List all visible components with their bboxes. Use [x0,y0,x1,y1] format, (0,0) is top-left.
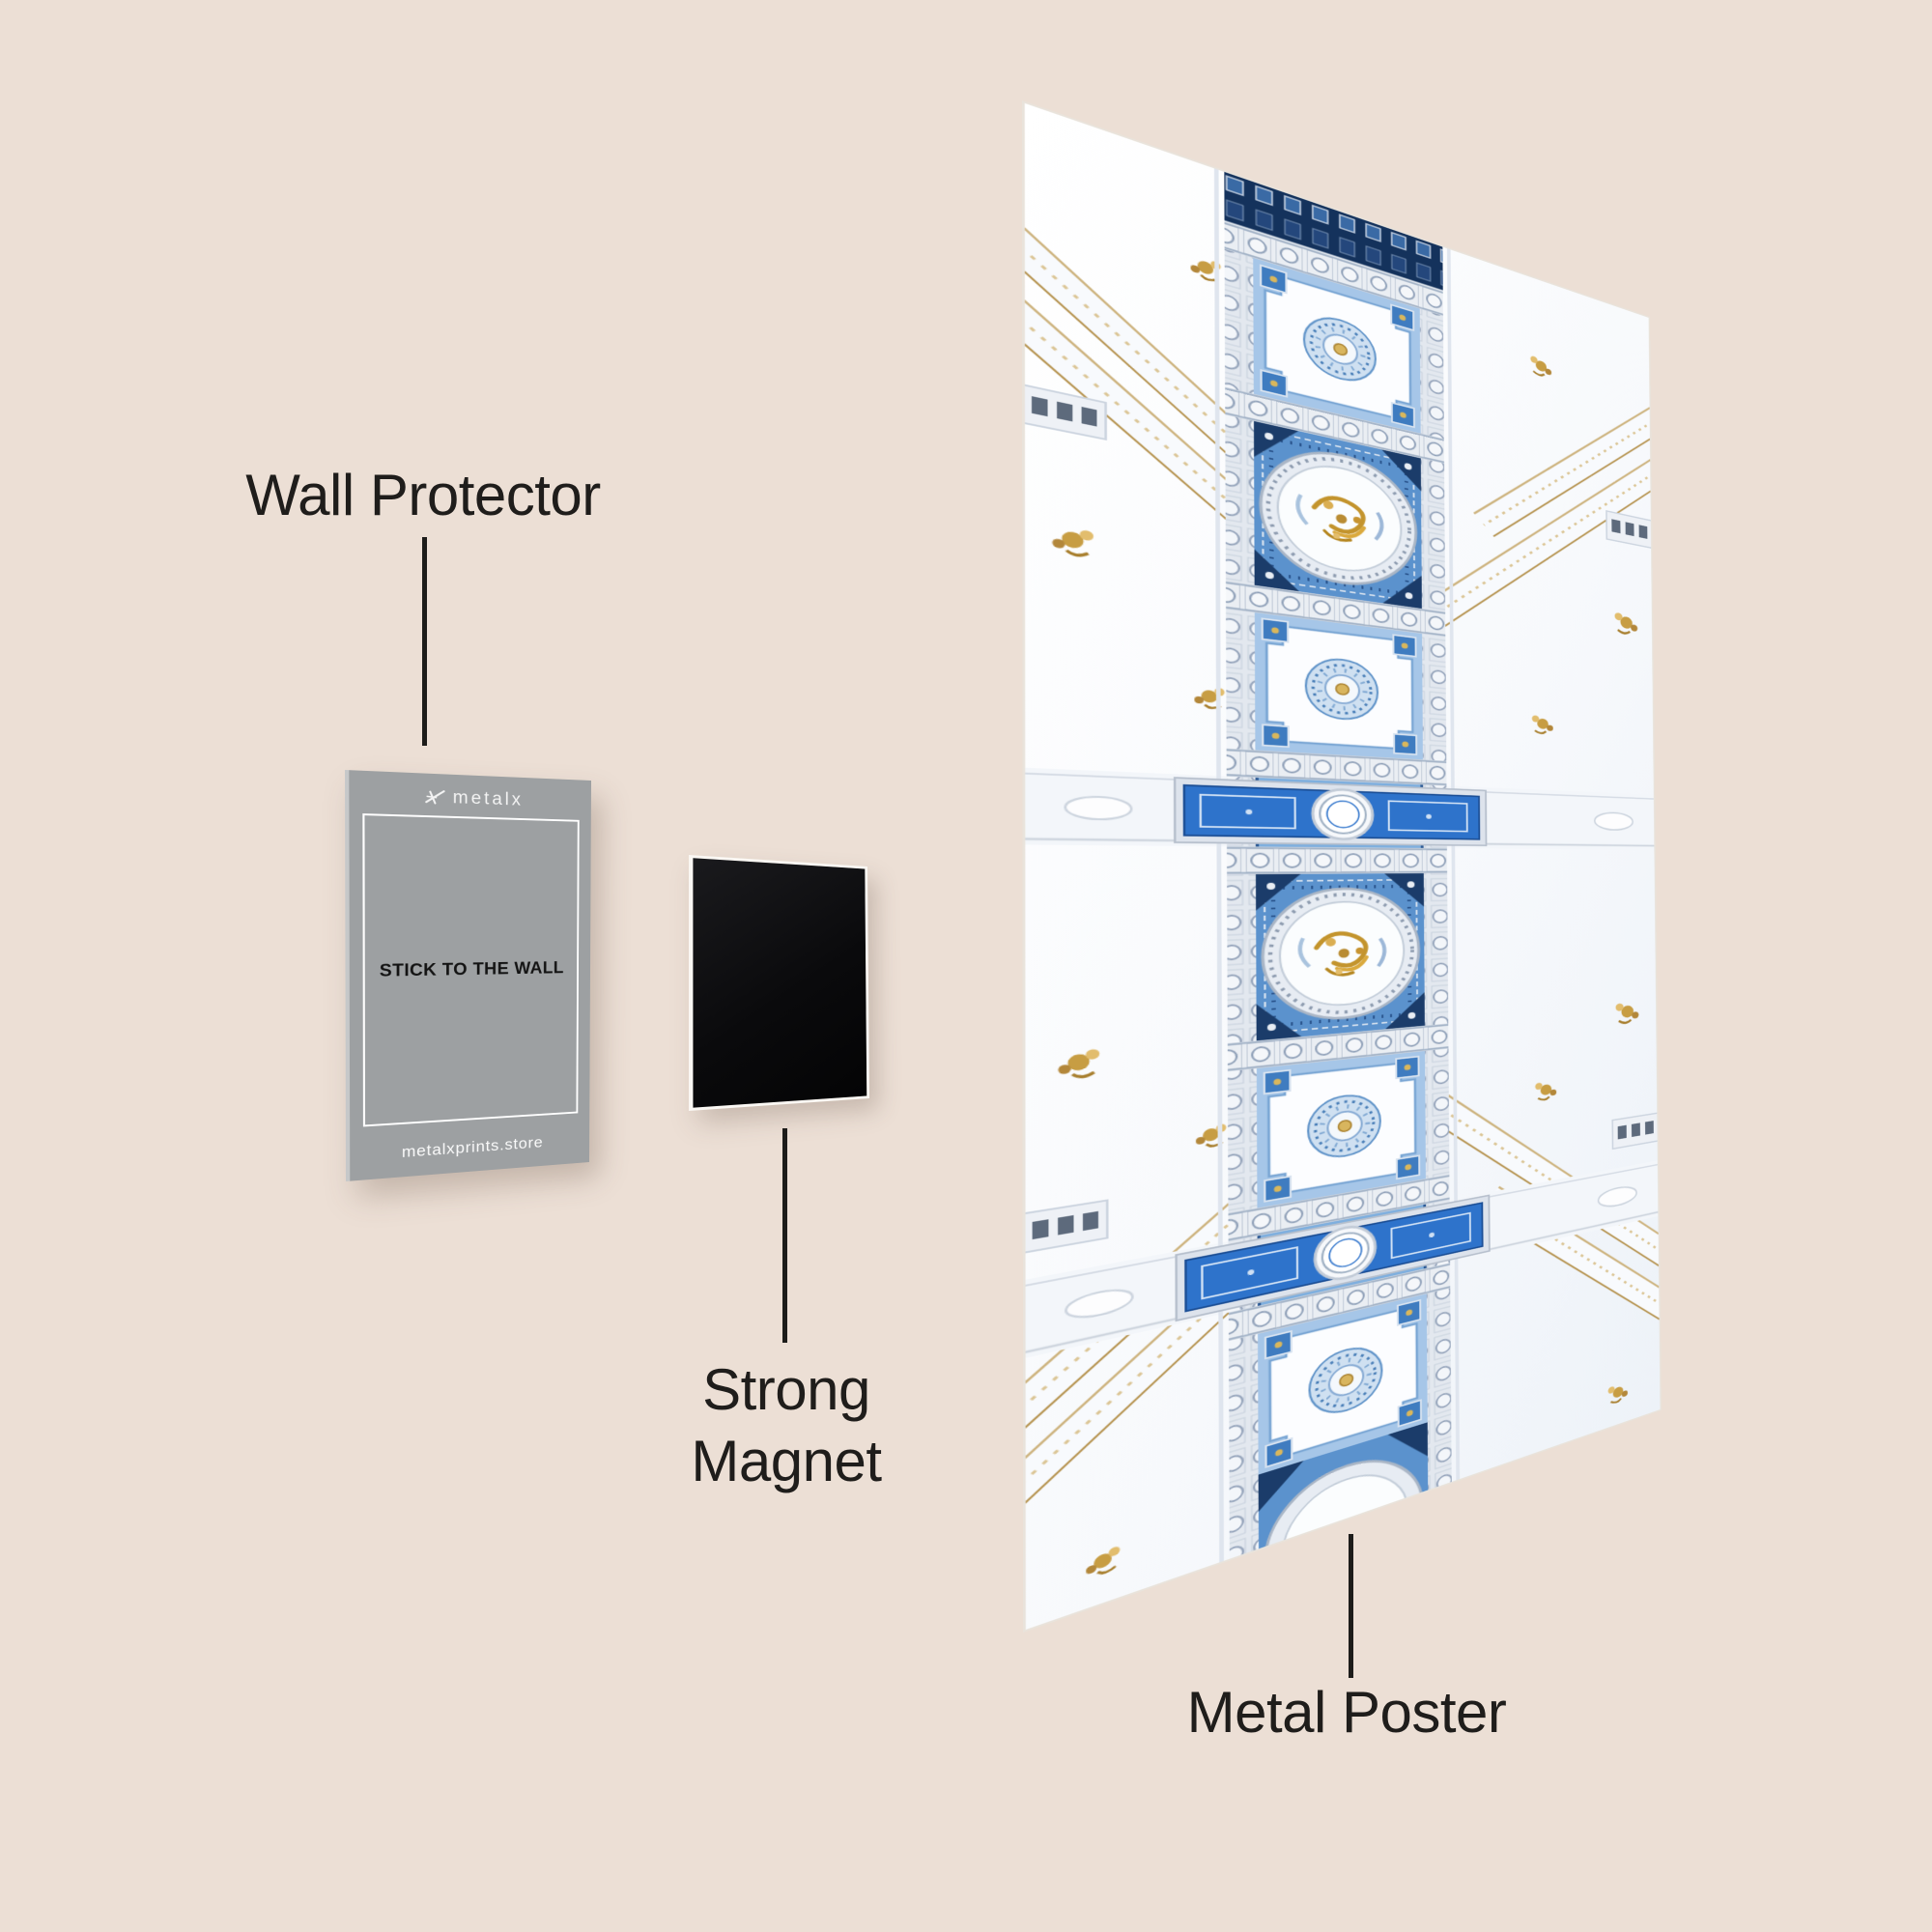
ceiling-artwork [1022,100,1662,1633]
strong-magnet-label-line2: Magnet [691,1429,882,1493]
metal-poster-label: Metal Poster [1186,1680,1507,1745]
metal-poster-callout-line [1349,1534,1353,1678]
strong-magnet-label: Strong Magnet [691,1354,882,1497]
metal-poster [1022,100,1662,1633]
card-footer-url: metalxprints.store [401,1133,544,1161]
card-brand-row: metalx [349,781,591,814]
strong-magnet-label-line1: Strong [702,1357,870,1422]
strong-magnet [688,855,870,1112]
wall-protector-callout-line [422,537,427,746]
metalx-brand-glyph [424,786,445,808]
card-brand-name: metalx [452,787,524,810]
wall-protector-card: metalx STICK TO THE WALL metalxprints.st… [345,770,592,1182]
wall-protector-label: Wall Protector [245,463,601,527]
strong-magnet-callout-line [782,1128,787,1343]
